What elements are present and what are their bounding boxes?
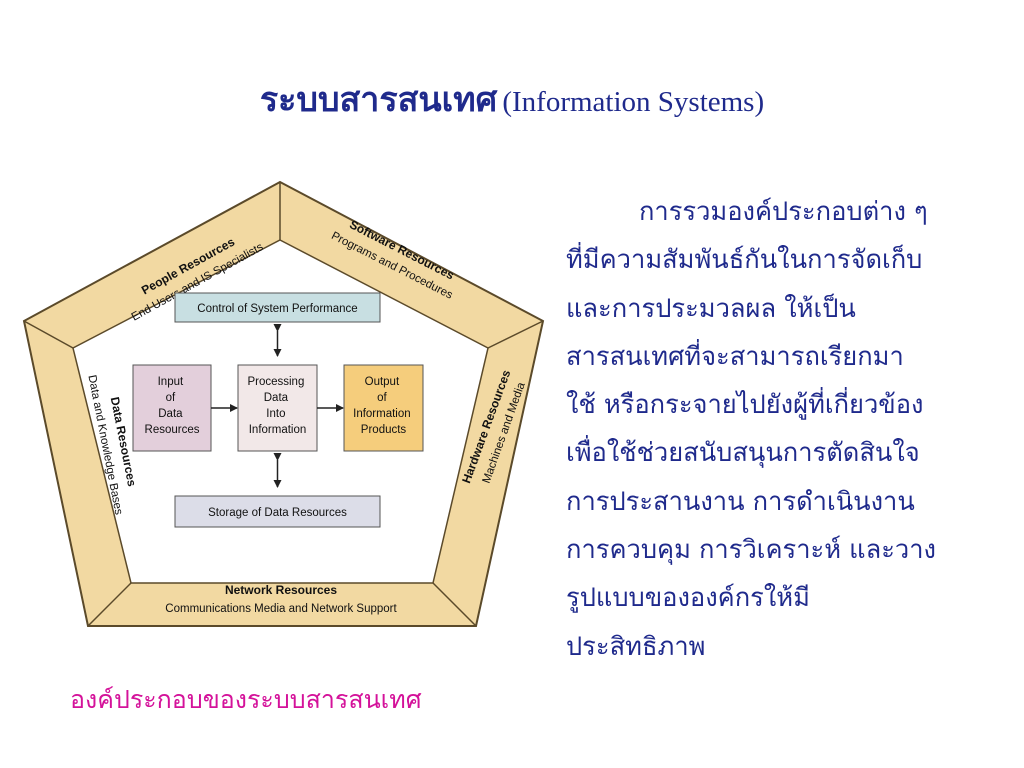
corner-bottom-left (87, 582, 132, 627)
storage-box-label: Storage of Data Resources (208, 507, 347, 519)
description-line: และการประมวลผล ให้เป็น (566, 293, 856, 324)
output-box (343, 364, 424, 452)
input-box (132, 364, 212, 452)
description-line: รูปแบบขององค์กรให้มี (566, 583, 810, 614)
description-line: การประสานงาน การดำเนินงาน (566, 486, 915, 517)
network-resources-title: Network Resources (225, 583, 337, 597)
storage-box (174, 495, 381, 528)
description-line: การรวมองค์ประกอบต่าง ๆ (566, 197, 928, 227)
description-line: การควบคุม การวิเคราะห์ และวาง (566, 535, 937, 566)
description-text: การรวมองค์ประกอบต่าง ๆ ที่มีความสัมพันธ์… (566, 188, 1016, 671)
description-line: สารสนเทศที่จะสามารถเรียกมา (566, 341, 904, 372)
corner-left (23, 320, 74, 349)
input-box-label: Input of Data Resources (145, 376, 200, 436)
description-line: ประสิทธิภาพ (566, 631, 706, 662)
processing-box (237, 364, 318, 452)
output-box-label: Output of Information Products (353, 376, 414, 436)
corner-bottom-right (432, 582, 477, 627)
description-line: ใช้ หรือกระจายไปยังผู้ที่เกี่ยวข้อง (566, 390, 924, 421)
description-line: ที่มีความสัมพันธ์กันในการจัดเก็บ (566, 245, 923, 276)
control-box (174, 292, 381, 323)
network-resources-subtitle: Communications Media and Network Support (165, 603, 397, 615)
is-components-diagram: People Resources End Users and IS Specia… (22, 180, 545, 627)
processing-box-label: Processing Data Into Information (247, 376, 307, 436)
page-title: ระบบสารสนเทศ (Information Systems) (0, 72, 1024, 126)
title-english: (Information Systems) (502, 86, 765, 118)
description-line: เพื่อใช้ช่วยสนับสนุนการตัดสินใจ (566, 438, 920, 469)
title-thai: ระบบสารสนเทศ (259, 80, 498, 120)
diagram-caption: องค์ประกอบของระบบสารสนเทศ (70, 685, 422, 714)
corner-right (487, 320, 544, 349)
control-box-label: Control of System Performance (197, 303, 357, 315)
